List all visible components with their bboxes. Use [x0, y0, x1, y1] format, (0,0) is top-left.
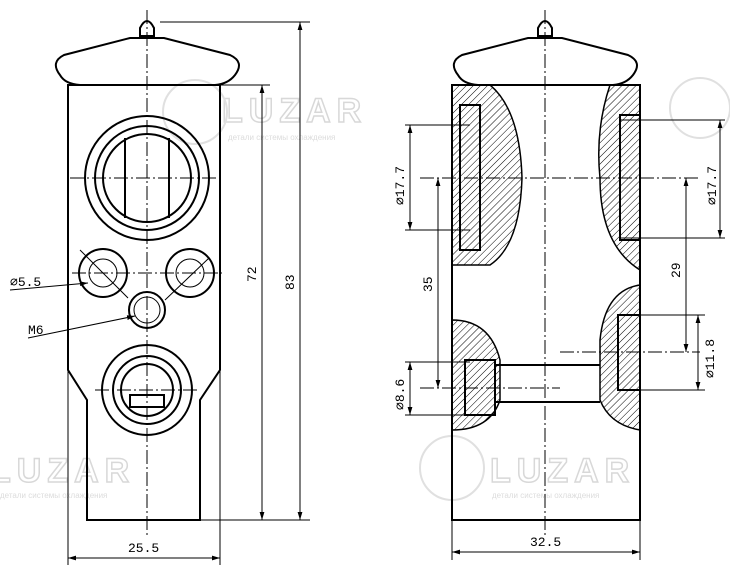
- dim-small-port-diameter: ⌀8.6: [393, 379, 408, 410]
- svg-text:детали системы охлаждения: детали системы охлаждения: [492, 491, 599, 500]
- side-view: ⌀17.7 35 ⌀8.6 32.5 ⌀17.7 29 ⌀11.8: [393, 10, 725, 560]
- dim-32-5: 32.5: [530, 535, 561, 550]
- dim-right-small-port-diameter: ⌀11.8: [703, 339, 718, 378]
- svg-text:LUZAR: LUZAR: [0, 452, 135, 490]
- dim-25-5: 25.5: [128, 541, 159, 556]
- svg-text:детали системы охлаждения: детали системы охлаждения: [0, 491, 107, 500]
- dim-72: 72: [245, 266, 260, 282]
- dim-hole-diameter: ⌀5.5: [10, 275, 41, 290]
- dim-right-port-diameter: ⌀17.7: [705, 166, 720, 205]
- front-view: 72 83 25.5 ⌀5.5 M6: [9, 10, 310, 565]
- svg-text:LUZAR: LUZAR: [222, 92, 367, 130]
- svg-text:LUZAR: LUZAR: [490, 452, 635, 490]
- dim-thread: M6: [28, 323, 44, 338]
- svg-text:детали системы охлаждения: детали системы охлаждения: [228, 133, 335, 142]
- dim-83: 83: [283, 274, 298, 290]
- dim-left-port-diameter: ⌀17.7: [393, 166, 408, 205]
- dim-35: 35: [421, 276, 436, 292]
- dim-29: 29: [669, 262, 684, 278]
